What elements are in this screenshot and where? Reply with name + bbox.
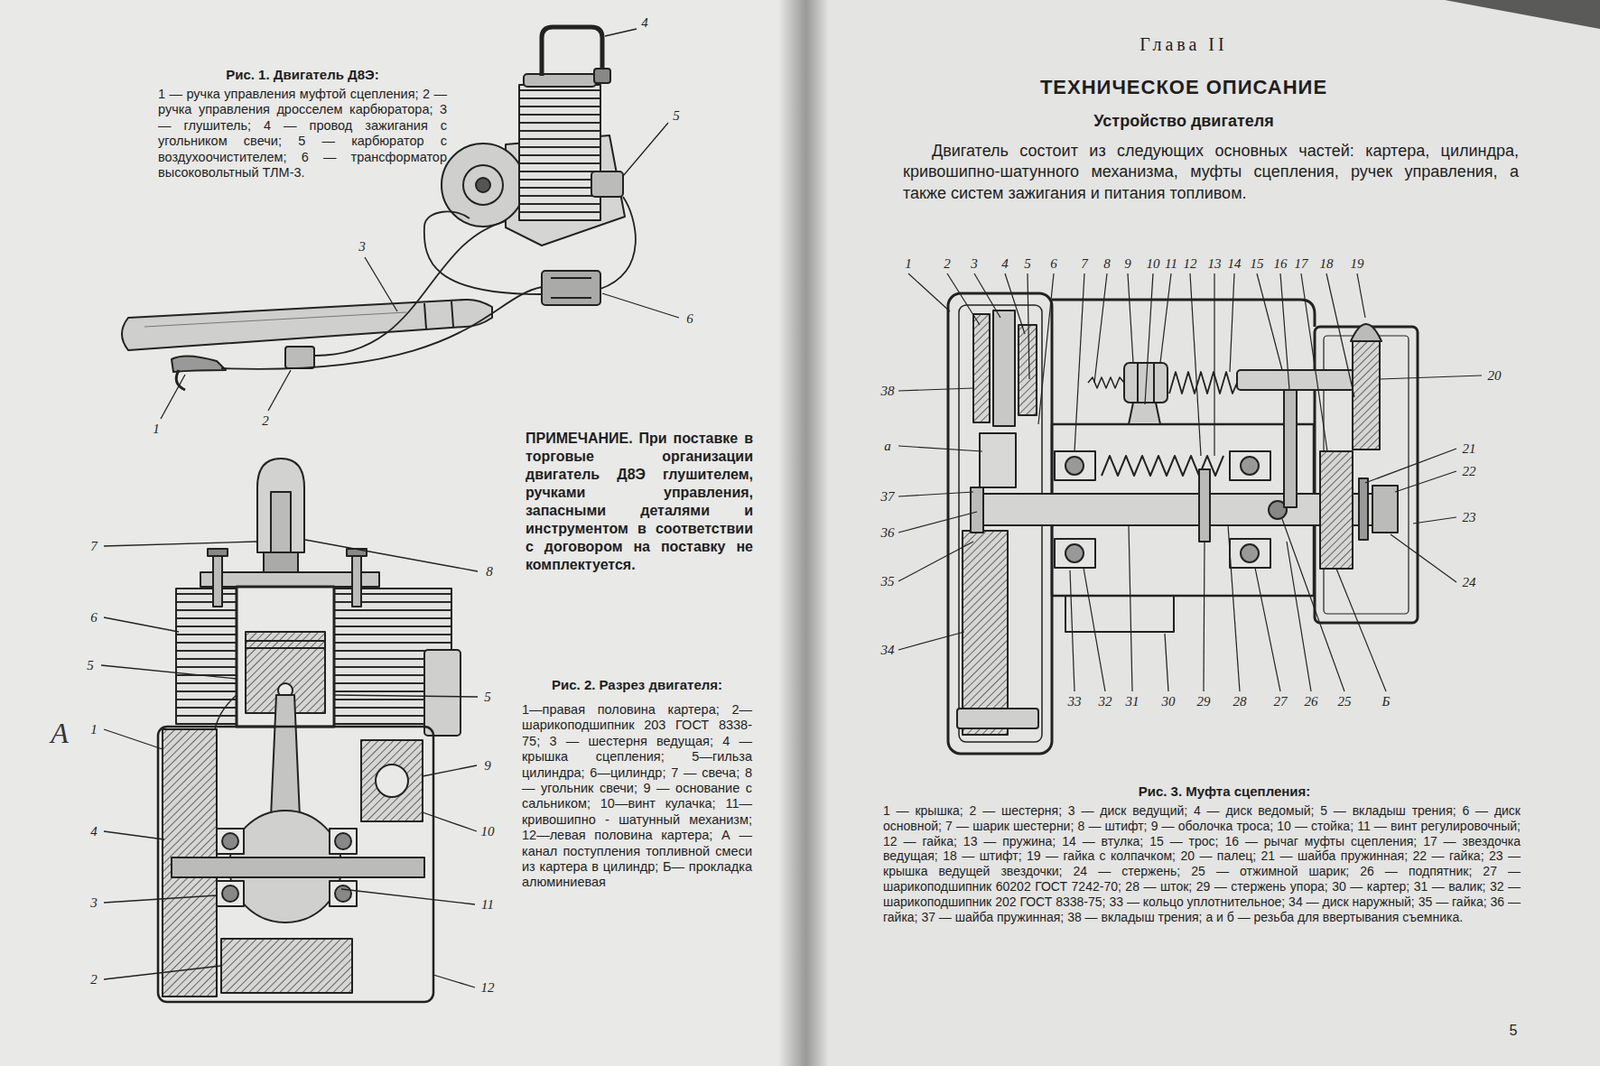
callout-number: Б	[1382, 695, 1391, 709]
callout-number: 18	[1320, 257, 1334, 271]
callout-number: 34	[881, 643, 895, 658]
callout-number: 5	[86, 659, 94, 673]
callout-number: 3	[358, 240, 366, 254]
callout-number: 2	[90, 973, 98, 987]
callout-number: 9	[1124, 257, 1132, 271]
callout-number: 26	[1304, 695, 1319, 709]
callout-number: 15	[1250, 257, 1265, 271]
callout-number: 33	[1068, 695, 1082, 709]
body-paragraph: Двигатель состоит из следующих основных …	[902, 140, 1519, 205]
callout-number: 13	[1208, 257, 1222, 271]
callout-number: 21	[1462, 442, 1477, 456]
callout-number: 24	[1462, 576, 1477, 590]
callout-number: 10	[1146, 257, 1161, 271]
callout-number: 32	[1098, 695, 1113, 709]
callout-number: 1	[904, 257, 912, 271]
callout-number: 4	[90, 825, 98, 839]
callout-number: а	[883, 439, 892, 454]
callout-number: 2	[261, 414, 270, 428]
legend-text: 1—правая половина картера; 2—шарикоподши…	[521, 702, 753, 892]
callout-number: 1	[152, 422, 160, 437]
callout-number: 30	[1162, 695, 1176, 709]
callout-number: 8	[1103, 257, 1111, 271]
callout-number: 23	[1462, 511, 1477, 525]
callout-number: 31	[1125, 695, 1140, 709]
callout-number: 4	[641, 16, 649, 30]
legend-text: 1 — ручка управления муфтой сцепления; 2…	[158, 86, 447, 181]
callout-number: 28	[1233, 695, 1247, 709]
callout-number: 7	[1080, 257, 1089, 271]
callout-number: 3	[970, 257, 978, 271]
callout-number: 14	[1227, 257, 1242, 271]
callout-number: 29	[1197, 695, 1211, 709]
callout-number: 5	[1023, 257, 1032, 271]
page-title: ТЕХНИЧЕСКОЕ ОПИСАНИЕ	[902, 75, 1465, 100]
callout-number: 22	[1462, 465, 1477, 479]
callout-number: 1	[90, 723, 98, 737]
callout-number: 11	[481, 898, 494, 912]
callout-number: 10	[481, 825, 495, 839]
page-number: 5	[1509, 1023, 1518, 1039]
callout-number: 7	[90, 539, 98, 554]
callout-number: 12	[481, 981, 495, 996]
legend-text: 1 — крышка; 2 — шестерня; 3 — диск ведущ…	[883, 803, 1521, 925]
callout-number: 37	[881, 490, 895, 504]
callout-number: 6	[90, 611, 98, 625]
figure-caption: Рис. 3. Муфта сцепления:	[993, 783, 1456, 800]
callout-number: 5	[483, 690, 492, 705]
callout-number: 27	[1274, 695, 1288, 709]
callout-number: 16	[1274, 257, 1288, 271]
callout-number: 8	[485, 565, 494, 579]
note-text: ПРИМЕЧАНИЕ. При поставке в торговые орга…	[525, 429, 754, 575]
section-heading: Устройство двигателя	[902, 111, 1465, 131]
callout-number: 25	[1338, 695, 1352, 709]
callout-number: 12	[1183, 257, 1198, 271]
callout-number: 35	[881, 575, 895, 589]
callout-number: 11	[1164, 257, 1178, 271]
callout-number: 6	[686, 312, 694, 326]
callout-number: 9	[483, 759, 492, 773]
callout-number: 36	[881, 526, 895, 540]
callout-number: 5	[672, 109, 680, 123]
callout-number: 3	[90, 896, 98, 911]
callout-number: 4	[1001, 257, 1009, 271]
callout-number: 19	[1350, 257, 1365, 271]
handwritten-mark: А	[50, 718, 69, 748]
callout-number: 6	[1050, 257, 1058, 271]
callout-number: 2	[943, 257, 951, 271]
callout-number: 17	[1294, 257, 1309, 271]
figure-caption: Рис. 2. Разрез двигателя:	[521, 677, 753, 694]
chapter-heading: Глава II	[902, 34, 1465, 56]
callout-number: 20	[1488, 369, 1502, 383]
figure-caption: Рис. 1. Двигатель Д8Э:	[158, 66, 447, 84]
callout-number: 38	[881, 384, 895, 399]
